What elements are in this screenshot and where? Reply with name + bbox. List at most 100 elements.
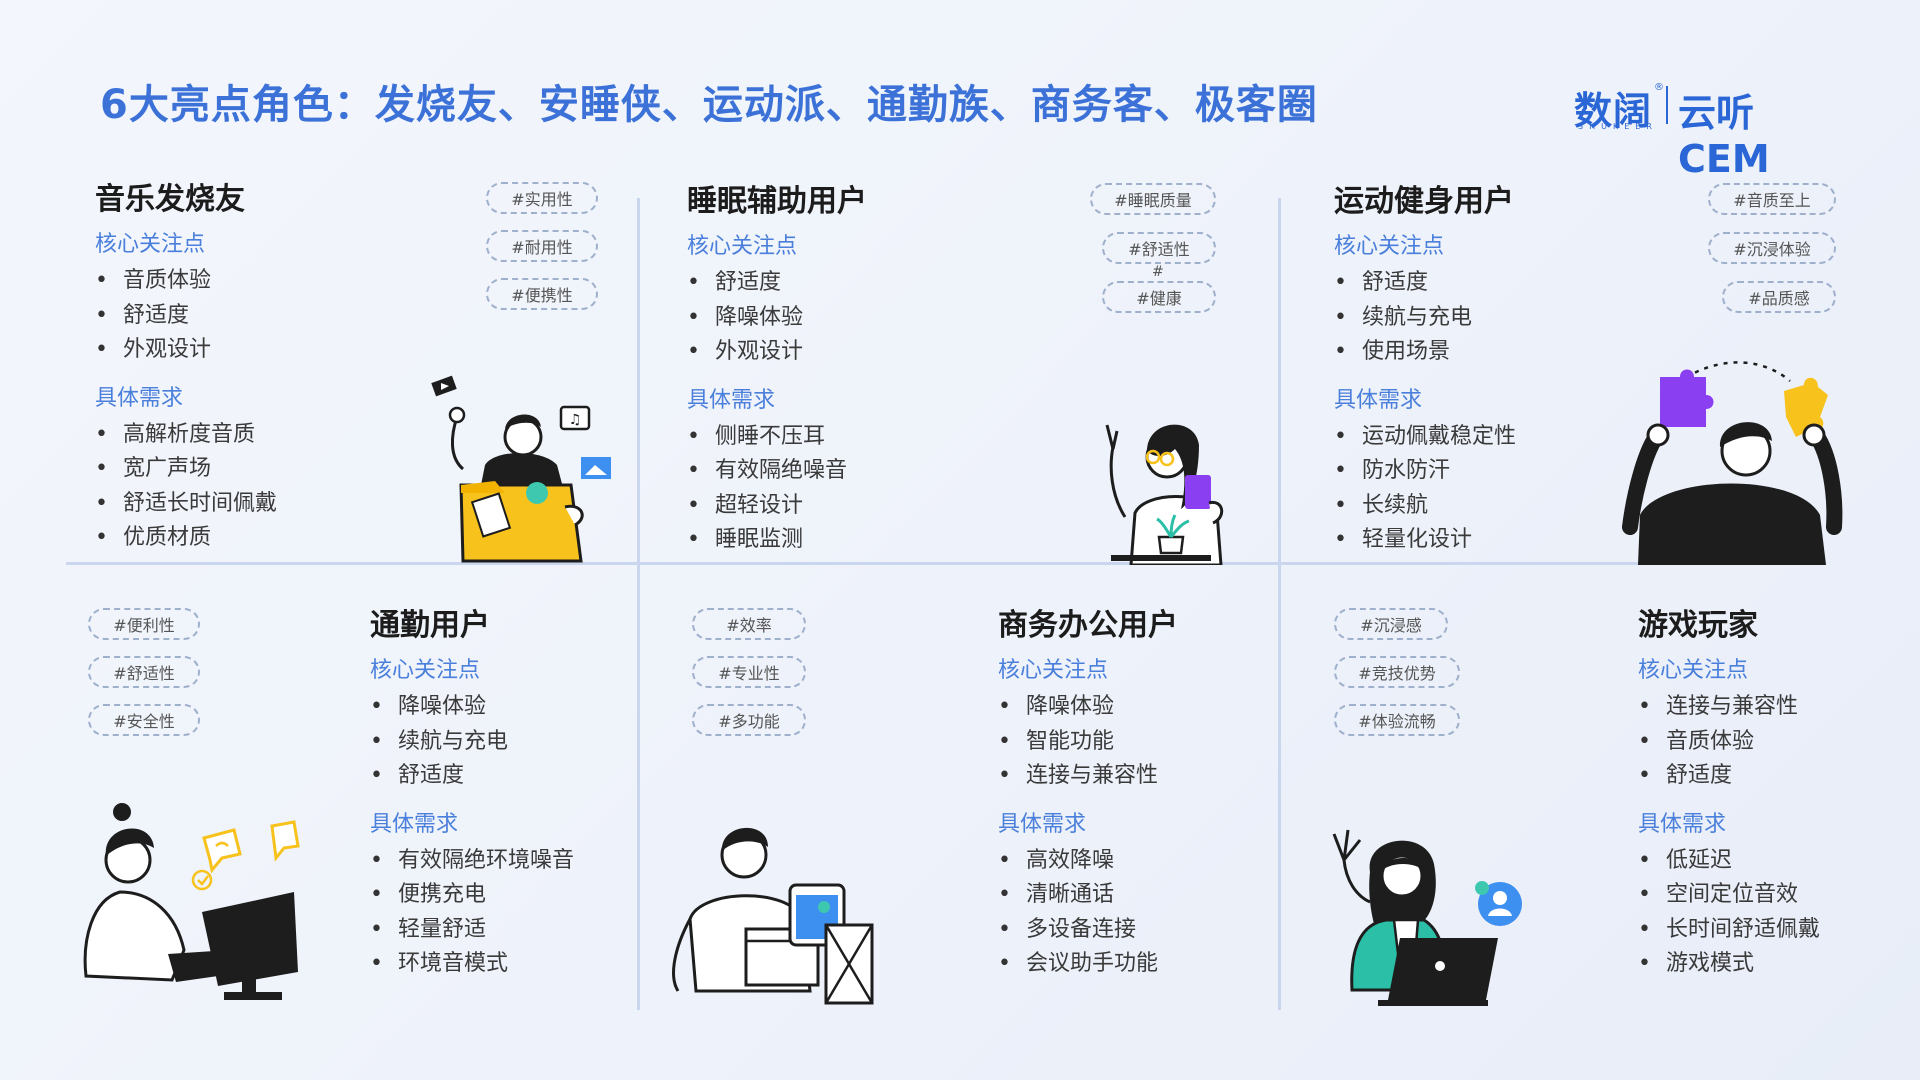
- brand-product: 云听CEM: [1678, 91, 1770, 181]
- list-item: 连接与兼容性: [1638, 690, 1878, 725]
- needs-list: 低延迟 空间定位音效 长时间舒适佩戴 游戏模式: [1638, 844, 1878, 982]
- list-item: 音质体验: [1638, 725, 1878, 760]
- sleep-user-illustration: [1105, 424, 1224, 565]
- list-item: 音质体验: [95, 264, 455, 299]
- list-item: 超轻设计: [687, 489, 1047, 524]
- music-fan-illustration: ♫: [431, 375, 611, 563]
- list-item: 外观设计: [687, 335, 1047, 370]
- list-item: 低延迟: [1638, 844, 1878, 879]
- list-item: 舒适度: [1638, 759, 1878, 794]
- list-item: 智能功能: [998, 725, 1278, 760]
- list-item: 清晰通话: [998, 878, 1278, 913]
- tag: #音质至上: [1708, 183, 1836, 215]
- tag: #实用性: [486, 182, 598, 214]
- brand-divider: [1666, 86, 1668, 124]
- needs-heading: 具体需求: [1638, 811, 1727, 837]
- list-item: 多设备连接: [998, 913, 1278, 948]
- role-name: 音乐发烧友: [95, 182, 245, 217]
- business-user-illustration: [672, 827, 874, 1005]
- list-item: 降噪体验: [370, 690, 630, 725]
- vertical-divider-2: [1278, 198, 1281, 1010]
- brand-name: 数阔: [1574, 89, 1653, 133]
- list-item: 长时间舒适佩戴: [1638, 913, 1878, 948]
- tag: #健康: [1102, 281, 1216, 313]
- list-item: 舒适度: [370, 759, 630, 794]
- focus-heading: 核心关注点: [370, 658, 481, 683]
- brand-registered-mark: ®: [1654, 82, 1664, 93]
- tag-mark: #: [1152, 264, 1164, 280]
- needs-list: 侧睡不压耳 有效隔绝噪音 超轻设计 睡眠监测: [687, 420, 1047, 558]
- needs-list: 有效隔绝环境噪音 便携充电 轻量舒适 环境音模式: [370, 844, 630, 982]
- list-item: 降噪体验: [687, 301, 1047, 336]
- needs-heading: 具体需求: [998, 811, 1087, 837]
- list-item: 环境音模式: [370, 947, 630, 982]
- needs-list: 运动佩戴稳定性 防水防汗 长续航 轻量化设计: [1334, 420, 1694, 558]
- list-item: 使用场景: [1334, 335, 1694, 370]
- gamer-illustration: [1332, 829, 1522, 1006]
- commuter-illustration: [83, 803, 300, 1000]
- fitness-user-illustration: [1622, 361, 1843, 565]
- tag: #睡眠质量: [1090, 183, 1216, 215]
- tag: #舒适性: [88, 656, 200, 688]
- tag: #耐用性: [486, 230, 598, 262]
- list-item: 空间定位音效: [1638, 878, 1878, 913]
- focus-list: 降噪体验 续航与充电 舒适度: [370, 690, 630, 794]
- role-name: 通勤用户: [370, 608, 490, 643]
- tag: #便利性: [88, 608, 200, 640]
- needs-heading: 具体需求: [1334, 387, 1423, 413]
- list-item: 侧睡不压耳: [687, 420, 1047, 455]
- needs-list: 高效降噪 清晰通话 多设备连接 会议助手功能: [998, 844, 1278, 982]
- list-item: 轻量舒适: [370, 913, 630, 948]
- role-card-gamer: 游戏玩家 核心关注点 连接与兼容性 音质体验 舒适度 具体需求 低延迟 空间定位…: [1638, 608, 1878, 982]
- role-name: 运动健身用户: [1334, 184, 1514, 219]
- tag: #效率: [692, 608, 806, 640]
- tag: #沉浸体验: [1708, 232, 1836, 264]
- list-item: 续航与充电: [1334, 301, 1694, 336]
- role-name: 睡眠辅助用户: [687, 184, 867, 219]
- horizontal-divider: [66, 562, 1826, 565]
- focus-list: 连接与兼容性 音质体验 舒适度: [1638, 690, 1878, 794]
- list-item: 高效降噪: [998, 844, 1278, 879]
- brand-subtitle: SHUKEER: [1578, 122, 1658, 131]
- role-card-sleep-user: 睡眠辅助用户 核心关注点 舒适度 降噪体验 外观设计 具体需求 侧睡不压耳 有效…: [687, 184, 1047, 558]
- needs-heading: 具体需求: [370, 811, 459, 837]
- list-item: 轻量化设计: [1334, 523, 1694, 558]
- list-item: 有效隔绝噪音: [687, 454, 1047, 489]
- focus-heading: 核心关注点: [95, 232, 206, 257]
- list-item: 舒适度: [687, 266, 1047, 301]
- focus-list: 舒适度 降噪体验 外观设计: [687, 266, 1047, 370]
- list-item: 舒适长时间佩戴: [95, 487, 455, 522]
- tag: #竞技优势: [1334, 656, 1460, 688]
- role-name: 游戏玩家: [1638, 608, 1758, 643]
- brand-logo: 数阔 ® SHUKEER 云听CEM: [1574, 80, 1834, 181]
- list-item: 宽广声场: [95, 452, 455, 487]
- list-item: 舒适度: [1334, 266, 1694, 301]
- focus-heading: 核心关注点: [687, 234, 798, 259]
- list-item: 游戏模式: [1638, 947, 1878, 982]
- role-card-music-fan: 音乐发烧友 核心关注点 音质体验 舒适度 外观设计 具体需求 高解析度音质 宽广…: [95, 182, 455, 556]
- list-item: 防水防汗: [1334, 454, 1694, 489]
- focus-list: 舒适度 续航与充电 使用场景: [1334, 266, 1694, 370]
- focus-heading: 核心关注点: [998, 658, 1109, 683]
- tag: #品质感: [1722, 281, 1836, 313]
- tag: #沉浸感: [1334, 608, 1448, 640]
- tag: #安全性: [88, 704, 200, 736]
- list-item: 优质材质: [95, 521, 455, 556]
- tag: #便携性: [486, 278, 598, 310]
- page-title: 6大亮点角色：发烧友、安睡侠、运动派、通勤族、商务客、极客圈: [100, 82, 1318, 128]
- list-item: 降噪体验: [998, 690, 1278, 725]
- list-item: 便携充电: [370, 878, 630, 913]
- list-item: 睡眠监测: [687, 523, 1047, 558]
- list-item: 高解析度音质: [95, 418, 455, 453]
- needs-heading: 具体需求: [95, 385, 184, 411]
- focus-heading: 核心关注点: [1638, 658, 1749, 683]
- role-card-commuter: 通勤用户 核心关注点 降噪体验 续航与充电 舒适度 具体需求 有效隔绝环境噪音 …: [370, 608, 630, 982]
- list-item: 运动佩戴稳定性: [1334, 420, 1694, 455]
- list-item: 连接与兼容性: [998, 759, 1278, 794]
- tag: #专业性: [692, 656, 806, 688]
- needs-list: 高解析度音质 宽广声场 舒适长时间佩戴 优质材质: [95, 418, 455, 556]
- tag: #体验流畅: [1334, 704, 1460, 736]
- list-item: 续航与充电: [370, 725, 630, 760]
- tag: #多功能: [692, 704, 806, 736]
- list-item: 有效隔绝环境噪音: [370, 844, 630, 879]
